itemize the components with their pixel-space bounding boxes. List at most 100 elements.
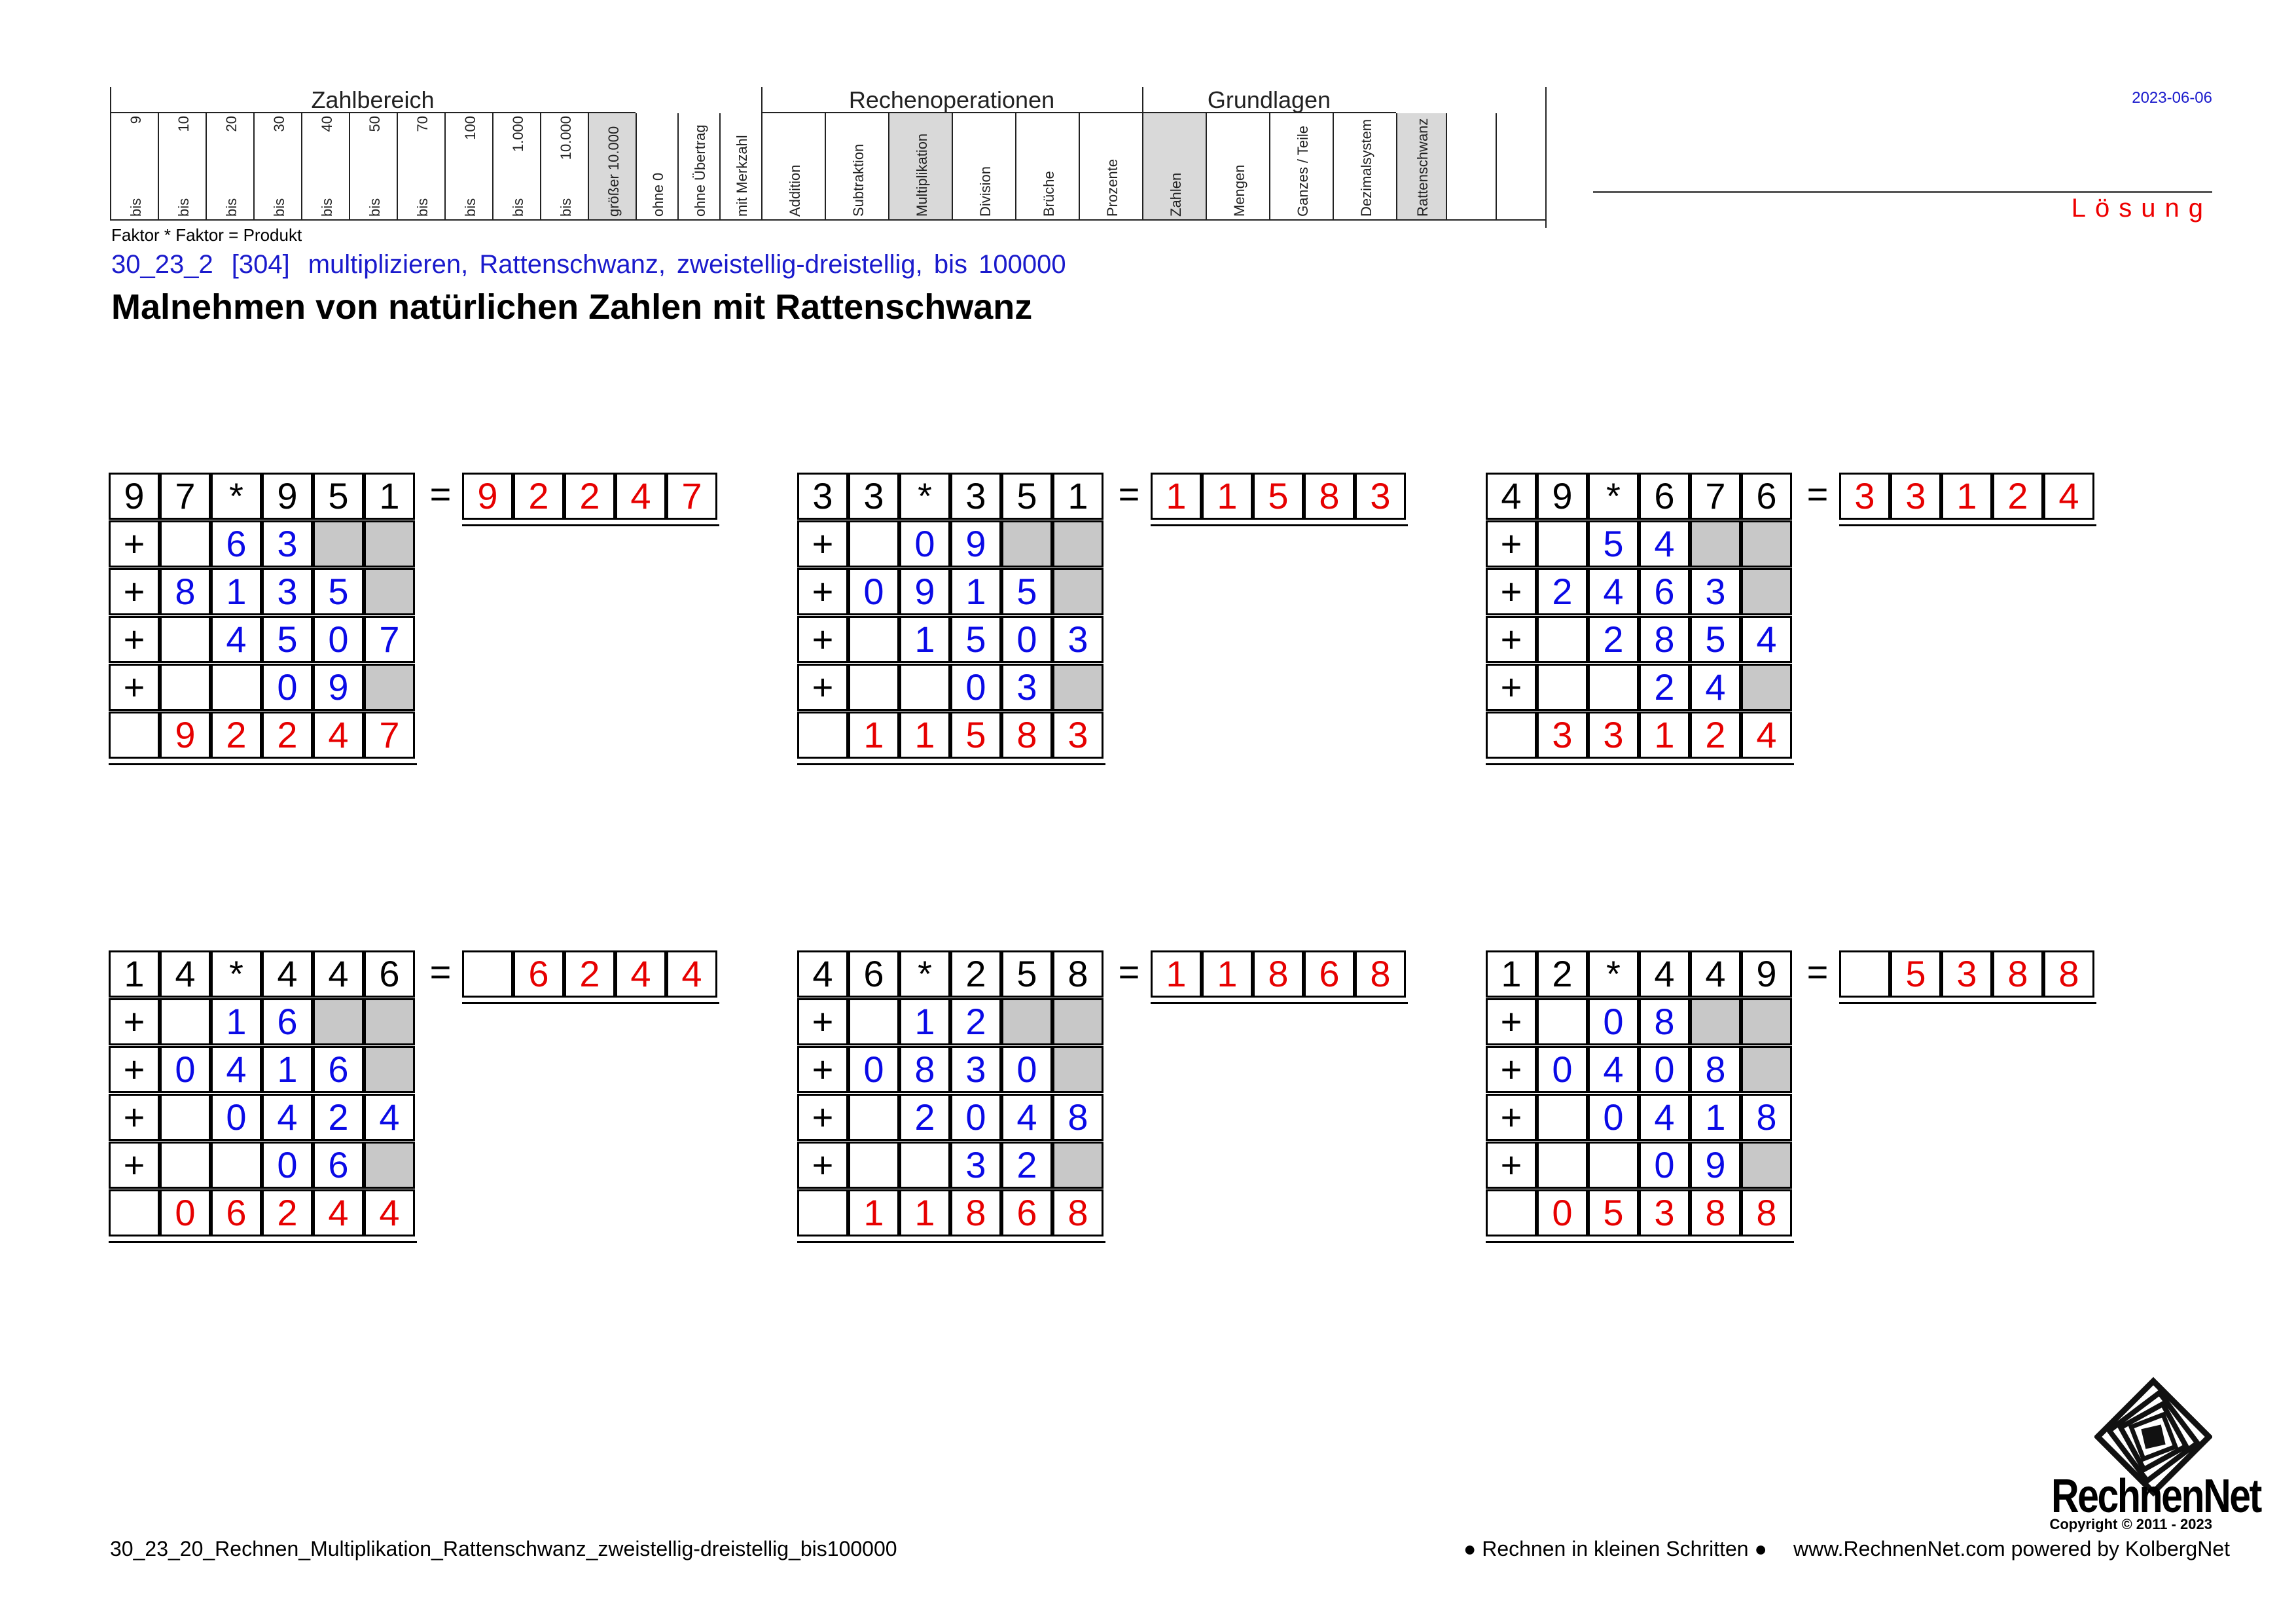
result-digit: 3 [1839,473,1890,520]
sum-digit: 7 [364,712,415,759]
partial-product-digit: 8 [1741,1094,1792,1141]
sum-digit: 4 [313,712,364,759]
copyright-label: Copyright © 2011 - 2023 [2049,1516,2212,1532]
category-group-title: Rechenoperationen [848,86,1055,113]
sum-digit: 5 [950,712,1001,759]
equals-sign: = [1118,473,1140,514]
category-top-label: 30 [270,116,287,132]
partial-product-digit: 0 [848,568,899,615]
shaded-cell [1690,998,1741,1045]
sum-double-underline [797,763,1105,765]
category-border [110,87,111,113]
factor-a-digit: 9 [1537,473,1588,520]
plus-sign: + [1486,1094,1537,1141]
partial-product-digit: 4 [1639,1094,1690,1141]
result-digit: 1 [1202,473,1253,520]
category-bottom-label: bis [175,198,192,217]
factor-a-digit: 4 [1486,473,1537,520]
factor-b-digit: 9 [1741,950,1792,998]
partial-product-digit [848,1094,899,1141]
result-digit: 4 [2043,473,2094,520]
category-column: Zahlen [1142,113,1206,219]
footer-slogan: ● Rechnen in kleinen Schritten ● [1463,1537,1767,1561]
result-digit: 1 [1202,950,1253,998]
partial-product-digit: 1 [950,568,1001,615]
sum-digit: 5 [1588,1189,1639,1236]
result-digit: 7 [666,473,717,520]
factor-a-digit: 7 [160,473,211,520]
sum-digit [109,1189,160,1236]
category-border [110,112,636,113]
sum-digit [797,712,848,759]
shaded-cell [1690,520,1741,568]
result-digit: 4 [615,473,666,520]
sum-digit: 0 [1537,1189,1588,1236]
category-column [1446,113,1496,219]
partial-product-digit [160,1094,211,1141]
partial-product-digit: 2 [950,998,1001,1045]
plus-sign: + [797,616,848,663]
partial-product-digit: 4 [1588,1046,1639,1093]
partial-product-digit: 4 [211,616,262,663]
category-border [1142,87,1143,113]
partial-product-digit: 5 [262,616,313,663]
partial-product-digit: 2 [899,1094,950,1141]
category-column: Prozente [1079,113,1142,219]
result-double-underline [462,524,719,526]
sum-digit: 4 [1741,712,1792,759]
sum-double-underline [797,1241,1105,1243]
sum-double-underline [109,1241,417,1243]
partial-product-digit: 1 [899,998,950,1045]
factor-b-digit: 1 [364,473,415,520]
multiply-sign: * [1588,950,1639,998]
category-column: 10 bis [158,113,206,219]
worksheet-subtitle: 30_23_2[304]multiplizieren, Rattenschwan… [111,250,1085,280]
category-bottom-label: bis [461,198,478,217]
partial-product-digit: 4 [262,1094,313,1141]
partial-product-digit: 2 [1639,664,1690,711]
sum-digit: 8 [1052,1189,1103,1236]
result-digit: 4 [615,950,666,998]
partial-product-digit: 0 [848,1046,899,1093]
partial-product-digit: 0 [950,664,1001,711]
result-digit [1839,950,1890,998]
category-column [1496,113,1545,219]
partial-product-digit: 3 [950,1046,1001,1093]
partial-product-digit: 9 [899,568,950,615]
category-top-label: 10 [175,116,192,132]
sum-digit: 1 [848,712,899,759]
result-digit: 1 [1151,950,1202,998]
partial-product-digit [848,998,899,1045]
partial-product-digit: 5 [1690,616,1741,663]
result-digit: 4 [666,950,717,998]
factor-a-digit: 4 [160,950,211,998]
category-bottom-label: bis [557,198,574,217]
partial-product-digit: 4 [1001,1094,1052,1141]
factor-a-digit: 3 [797,473,848,520]
result-digit: 6 [513,950,564,998]
sum-digit [1486,712,1537,759]
partial-product-digit: 8 [1052,1094,1103,1141]
factor-b-digit: 4 [313,950,364,998]
partial-product-digit: 3 [1690,568,1741,615]
sum-digit: 6 [1001,1189,1052,1236]
partial-product-digit [1588,664,1639,711]
sum-digit [1486,1189,1537,1236]
category-top-label: 20 [223,116,240,132]
equals-sign: = [1806,473,1829,514]
equals-sign: = [1118,951,1140,992]
category-bottom-label: Division [977,166,994,217]
result-digit: 8 [1304,473,1355,520]
plus-sign: + [109,1142,160,1189]
partial-product-digit: 2 [313,1094,364,1141]
shaded-cell [364,1046,415,1093]
faktor-label: Faktor * Faktor = Produkt [111,225,302,245]
shaded-cell [1741,998,1792,1045]
sum-digit: 0 [160,1189,211,1236]
subtitle-number: [304] [231,250,290,279]
plus-sign: + [797,664,848,711]
partial-product-digit: 0 [262,1142,313,1189]
